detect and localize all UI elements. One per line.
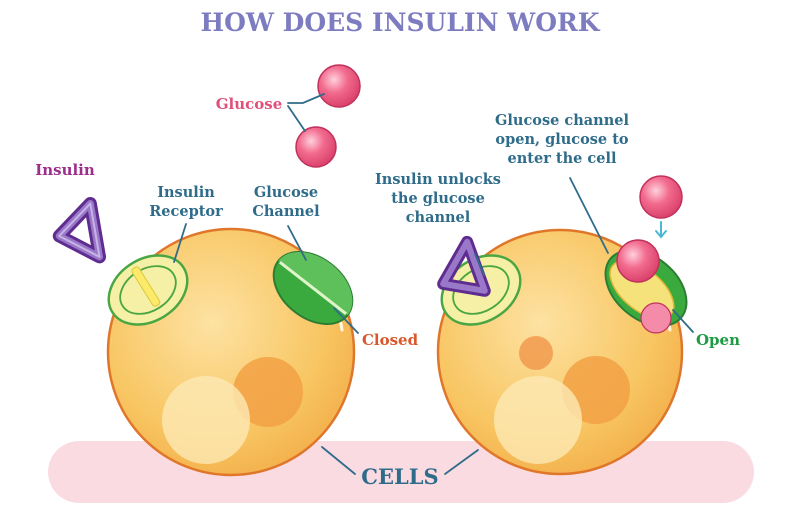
insulin-bound	[437, 235, 491, 297]
down-arrow-icon	[655, 221, 667, 239]
closed-label: Closed	[362, 331, 419, 349]
glucose-entering	[616, 239, 660, 283]
channel-open-label-line1: Glucose channel	[495, 112, 629, 129]
channel-open-label-line2: open, glucose to	[495, 131, 628, 148]
insulin-label: Insulin	[35, 161, 95, 179]
glucose-channel-label-line2: Channel	[252, 203, 320, 220]
insulin-receptor-label-line1: Insulin	[157, 184, 215, 201]
glucose-molecule	[317, 64, 361, 108]
page-title: HOW DOES INSULIN WORK	[200, 8, 600, 37]
insulin-unlocks-label-line2: the glucose	[391, 190, 485, 207]
cells-label: CELLS	[361, 464, 438, 489]
channel-open-label-line3: enter the cell	[508, 150, 617, 167]
insulin-receptor-label-line2: Receptor	[149, 203, 223, 220]
insulin-molecule	[52, 197, 107, 264]
glucose-entering	[640, 302, 672, 334]
glucose-channel-closed	[272, 251, 354, 325]
glucose-molecule	[639, 175, 683, 219]
open-label: Open	[696, 331, 740, 349]
insulin-unlocks-label-line1: Insulin unlocks	[375, 171, 501, 188]
insulin-receptor-left	[107, 254, 189, 326]
glucose-channel-label-line1: Glucose	[254, 184, 318, 201]
glucose-molecule	[295, 126, 337, 168]
insulin-unlocks-label-line3: channel	[406, 209, 471, 226]
glucose-label: Glucose	[216, 95, 283, 113]
leader-lines	[173, 93, 694, 475]
